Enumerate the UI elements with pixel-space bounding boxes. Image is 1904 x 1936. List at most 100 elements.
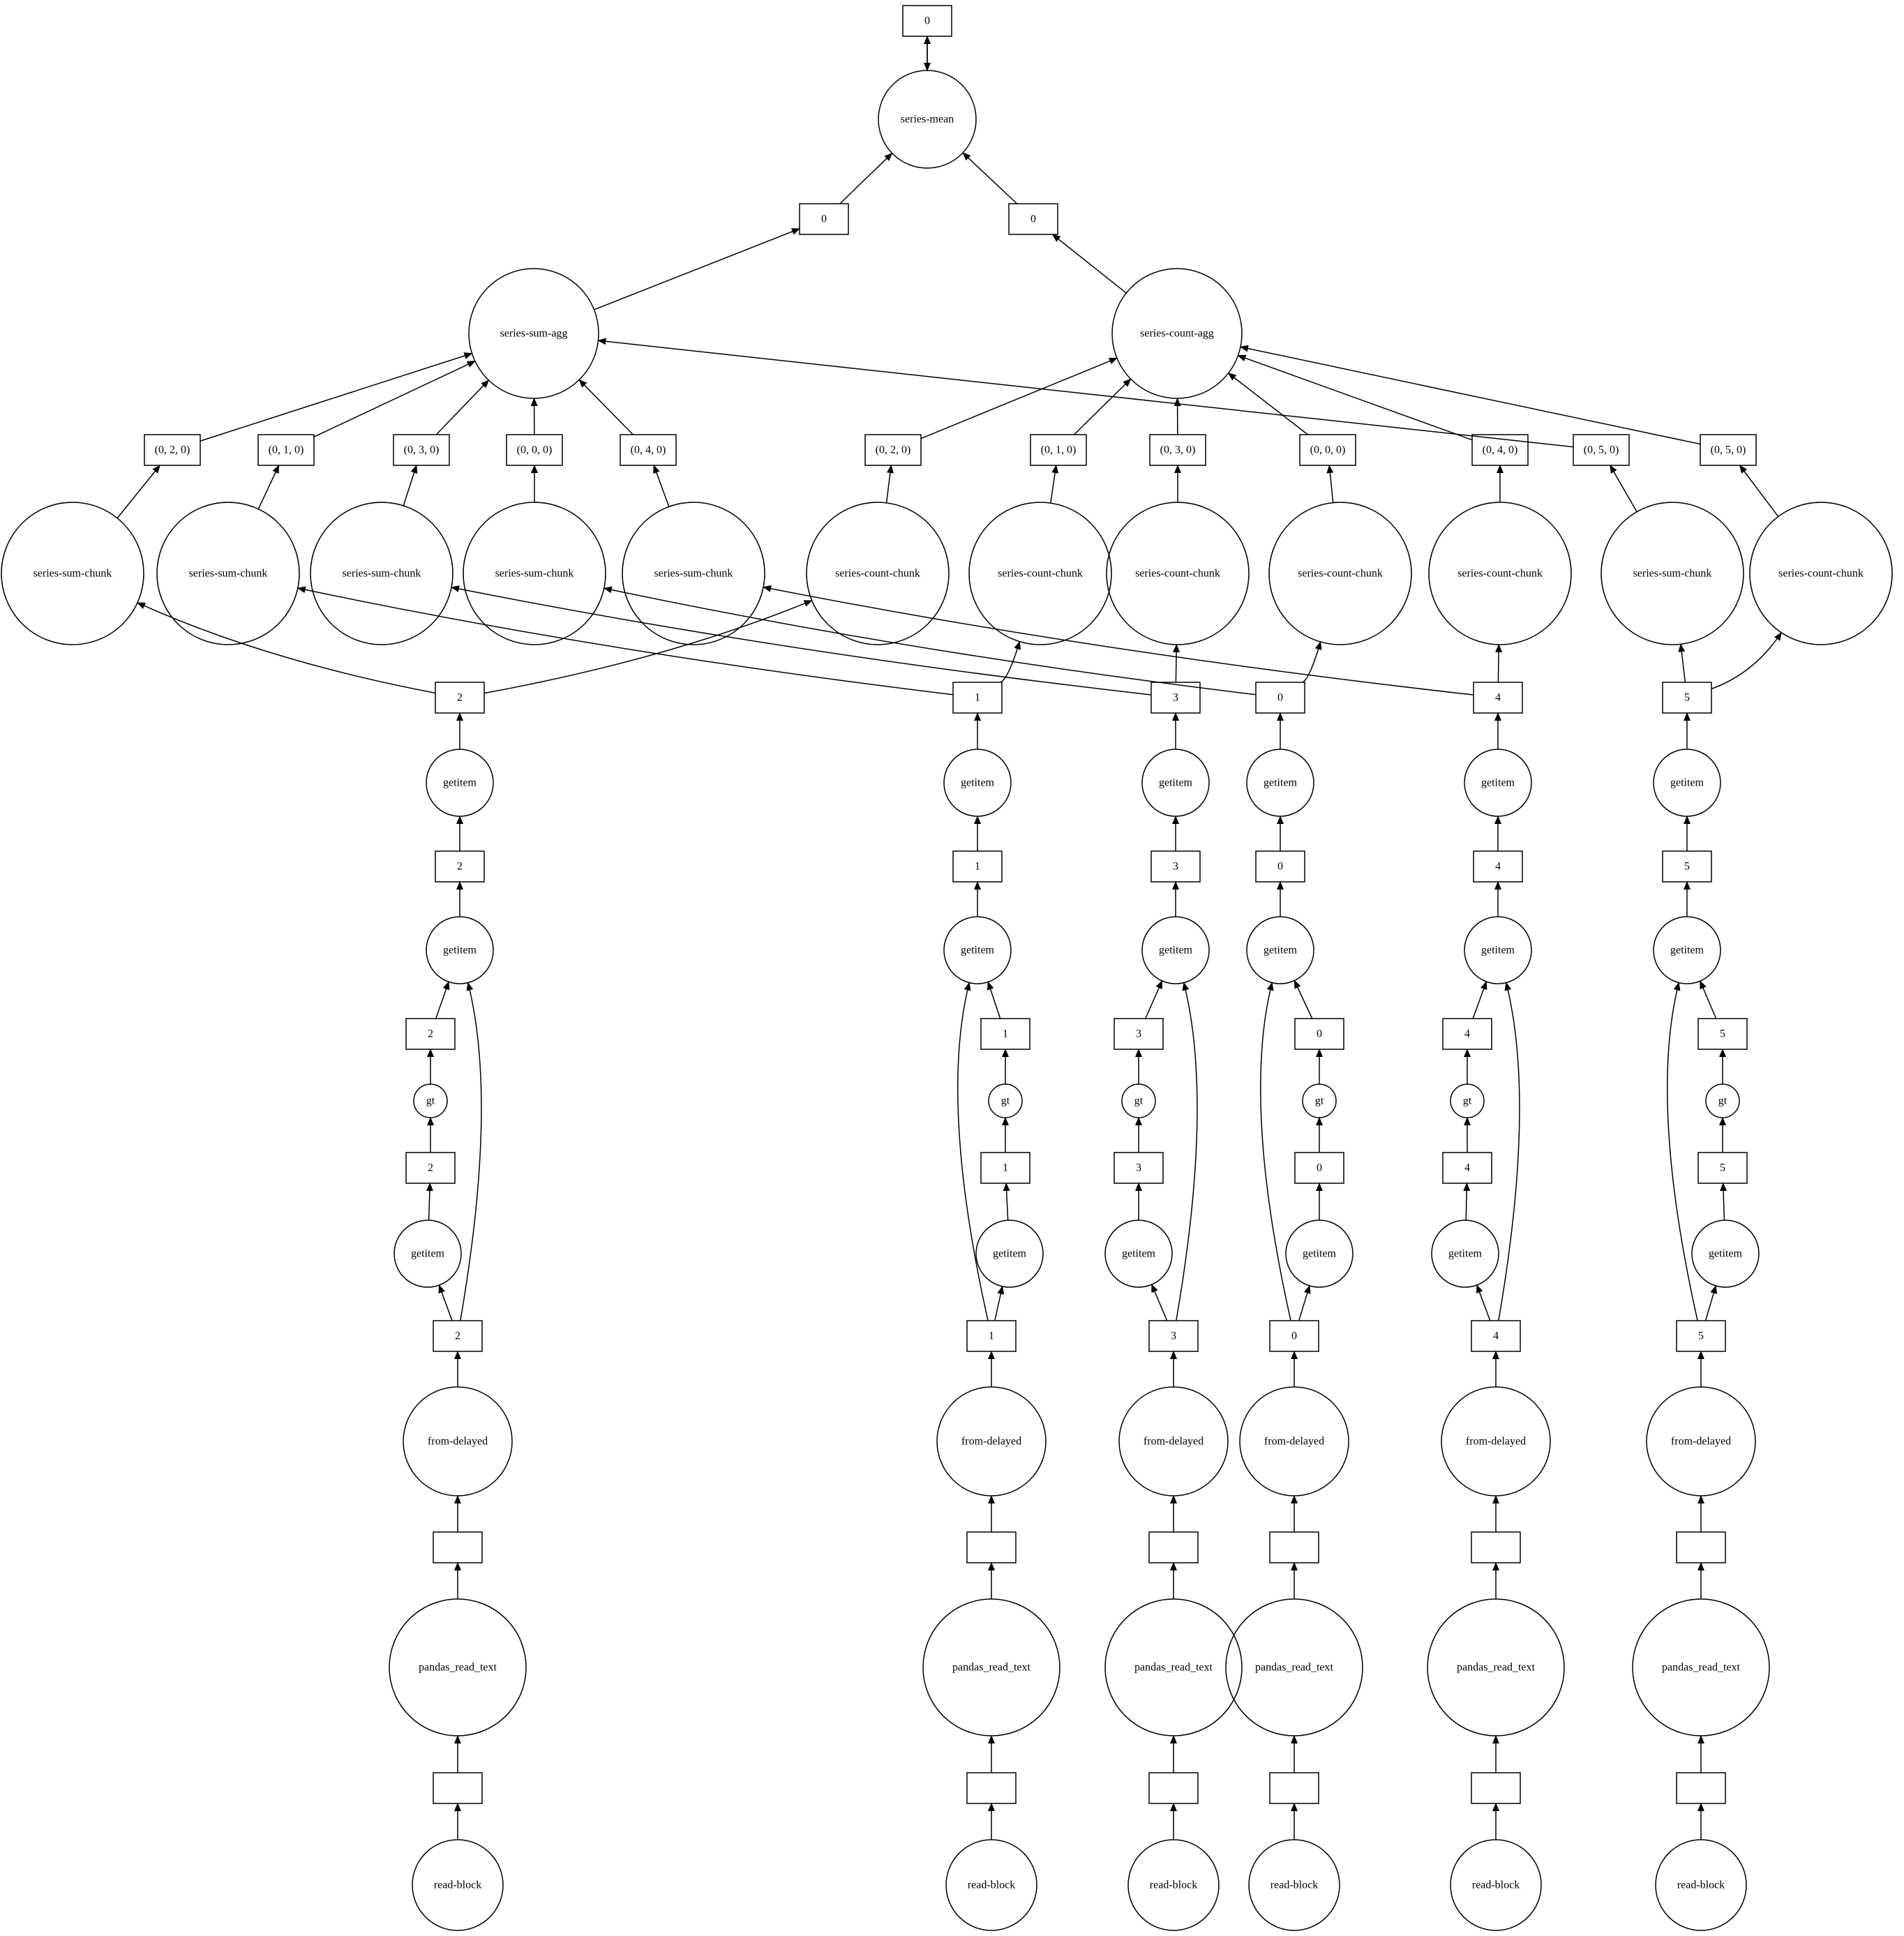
- series-count-chunk-node: series-count-chunk: [1268, 502, 1412, 645]
- read-block-node-shape: [945, 1839, 1037, 1931]
- partition-box-label: 2: [457, 692, 463, 704]
- sum-agg-input-box-shape: [393, 434, 450, 466]
- edge-sb2-to-sumAgg: [435, 380, 490, 435]
- partition-box: 3: [1150, 682, 1201, 714]
- partition-box-label: 4: [1495, 861, 1501, 873]
- series-sum-chunk-node: series-sum-chunk: [156, 502, 300, 645]
- pandas-read-text-node-shape: [1225, 1598, 1363, 1736]
- edge-mInC-to-mean: [962, 152, 1018, 204]
- series-count-chunk-node-shape: [806, 502, 950, 645]
- series-count-chunk-node: series-count-chunk: [1106, 502, 1250, 645]
- empty-key-box-shape: [1269, 1531, 1319, 1563]
- pandas-read-text-node-label: pandas_read_text: [1134, 1662, 1213, 1674]
- gt-node-shape: [1121, 1083, 1156, 1118]
- series-sum-agg-node: series-sum-agg: [468, 268, 599, 399]
- sum-agg-input-box: (0, 3, 0): [393, 434, 450, 466]
- getitem-node-label: getitem: [961, 777, 995, 789]
- read-block-node-shape: [1655, 1839, 1747, 1931]
- empty-key-box-shape: [1471, 1772, 1521, 1804]
- count-agg-input-box-shape: [1700, 434, 1757, 466]
- series-sum-chunk-node-shape: [310, 502, 453, 645]
- partition-box-label: 5: [1720, 1162, 1725, 1174]
- series-count-chunk-node-label: series-count-chunk: [835, 568, 920, 580]
- getitem-node-label: getitem: [1303, 1248, 1337, 1260]
- edge-p3b5-to-p3g3: [1298, 1284, 1311, 1321]
- edge-cntAgg-to-mInC: [1051, 234, 1127, 294]
- partition-box-label: 5: [1684, 692, 1690, 704]
- sum-agg-input-box-label: (0, 2, 0): [155, 444, 190, 456]
- pandas-read-text-node: pandas_read_text: [1104, 1598, 1243, 1736]
- partition-box: 2: [405, 1018, 456, 1050]
- edge-p5g3-to-p5b4: [1720, 1183, 1727, 1221]
- partition-box-label: 5: [1720, 1028, 1725, 1040]
- from-delayed-node-shape: [403, 1386, 513, 1496]
- partition-box-shape: [1662, 682, 1712, 714]
- partition-box-shape: [1473, 682, 1523, 714]
- read-block-node: read-block: [412, 1839, 504, 1931]
- empty-key-box: [1148, 1772, 1199, 1804]
- edge-bypass-1: [957, 982, 989, 1321]
- pandas-read-text-node: pandas_read_text: [1427, 1598, 1565, 1736]
- series-count-chunk-node-shape: [968, 502, 1112, 645]
- empty-key-box: [1269, 1772, 1319, 1804]
- pandas-read-text-node-label: pandas_read_text: [1255, 1662, 1334, 1674]
- partition-box: 2: [435, 682, 485, 714]
- edge-bypass-2: [1176, 982, 1198, 1321]
- partition-box-label: 4: [1464, 1162, 1470, 1174]
- mean-input-sum-box-label: 0: [821, 213, 827, 225]
- partition-box-shape: [1150, 850, 1201, 883]
- getitem-node-shape: [426, 749, 494, 817]
- sum-agg-input-box-label: (0, 3, 0): [404, 444, 440, 456]
- read-block-node: read-block: [1248, 1839, 1340, 1931]
- series-count-agg-node-shape: [1111, 268, 1243, 399]
- edge-partition-to-sum-chunk: [1678, 643, 1686, 683]
- getitem-node-shape: [975, 1220, 1044, 1288]
- edge-cb0-to-cntAgg: [920, 357, 1118, 440]
- getitem-node-label: getitem: [1264, 777, 1298, 789]
- from-delayed-node: from-delayed: [1646, 1386, 1756, 1496]
- partition-box-shape: [1150, 682, 1201, 714]
- edge-partition-to-count-chunk: [1711, 631, 1782, 690]
- sum-agg-input-box-shape: [257, 434, 315, 466]
- getitem-node-label: getitem: [1670, 777, 1704, 789]
- from-delayed-node-label: from-delayed: [1144, 1436, 1204, 1448]
- partition-box: 2: [433, 1320, 483, 1352]
- partition-box-label: 5: [1698, 1330, 1704, 1342]
- read-block-node-label: read-block: [1150, 1879, 1197, 1891]
- pandas-read-text-node-shape: [389, 1598, 527, 1736]
- edge-cb4-to-cntAgg: [1237, 354, 1473, 441]
- getitem-node-shape: [1141, 749, 1210, 817]
- empty-key-box: [966, 1772, 1017, 1804]
- series-sum-chunk-node-label: series-sum-chunk: [495, 568, 574, 580]
- getitem-node-shape: [1141, 916, 1210, 984]
- getitem-node-label: getitem: [1159, 945, 1193, 956]
- empty-key-box-shape: [1676, 1531, 1726, 1563]
- read-block-node: read-block: [1127, 1839, 1220, 1931]
- partition-box: 5: [1662, 850, 1712, 883]
- partition-box-label: 5: [1684, 861, 1690, 873]
- count-agg-input-box: (0, 5, 0): [1700, 434, 1757, 466]
- edge-cc0-to-cb0: [885, 465, 894, 503]
- partition-box: 0: [1294, 1152, 1344, 1184]
- gt-node: gt: [413, 1083, 448, 1118]
- edge-p1b5-to-p1g3: [994, 1285, 1005, 1321]
- getitem-node: getitem: [943, 916, 1012, 984]
- partition-box-shape: [1255, 850, 1305, 883]
- empty-key-box-shape: [1676, 1772, 1726, 1804]
- edge-sc0-to-sb0: [117, 465, 160, 519]
- pandas-read-text-node-label: pandas_read_text: [952, 1662, 1031, 1674]
- sum-agg-input-box-label: (0, 1, 0): [269, 444, 304, 456]
- read-block-node-label: read-block: [1677, 1879, 1725, 1891]
- count-agg-input-box-label: (0, 2, 0): [876, 444, 911, 456]
- partition-box-shape: [1114, 1018, 1164, 1050]
- gt-node-label: gt: [1315, 1095, 1324, 1107]
- read-block-node: read-block: [1655, 1839, 1747, 1931]
- read-block-node-shape: [412, 1839, 504, 1931]
- count-agg-input-box-label: (0, 4, 0): [1483, 444, 1518, 456]
- edge-cb1-to-cntAgg: [1073, 378, 1132, 435]
- sum-agg-input-box-label: (0, 4, 0): [631, 444, 666, 456]
- getitem-node: getitem: [393, 1220, 462, 1288]
- partition-box-label: 1: [989, 1330, 994, 1342]
- series-sum-chunk-node: series-sum-chunk: [1601, 502, 1744, 645]
- gt-node-label: gt: [1001, 1095, 1010, 1107]
